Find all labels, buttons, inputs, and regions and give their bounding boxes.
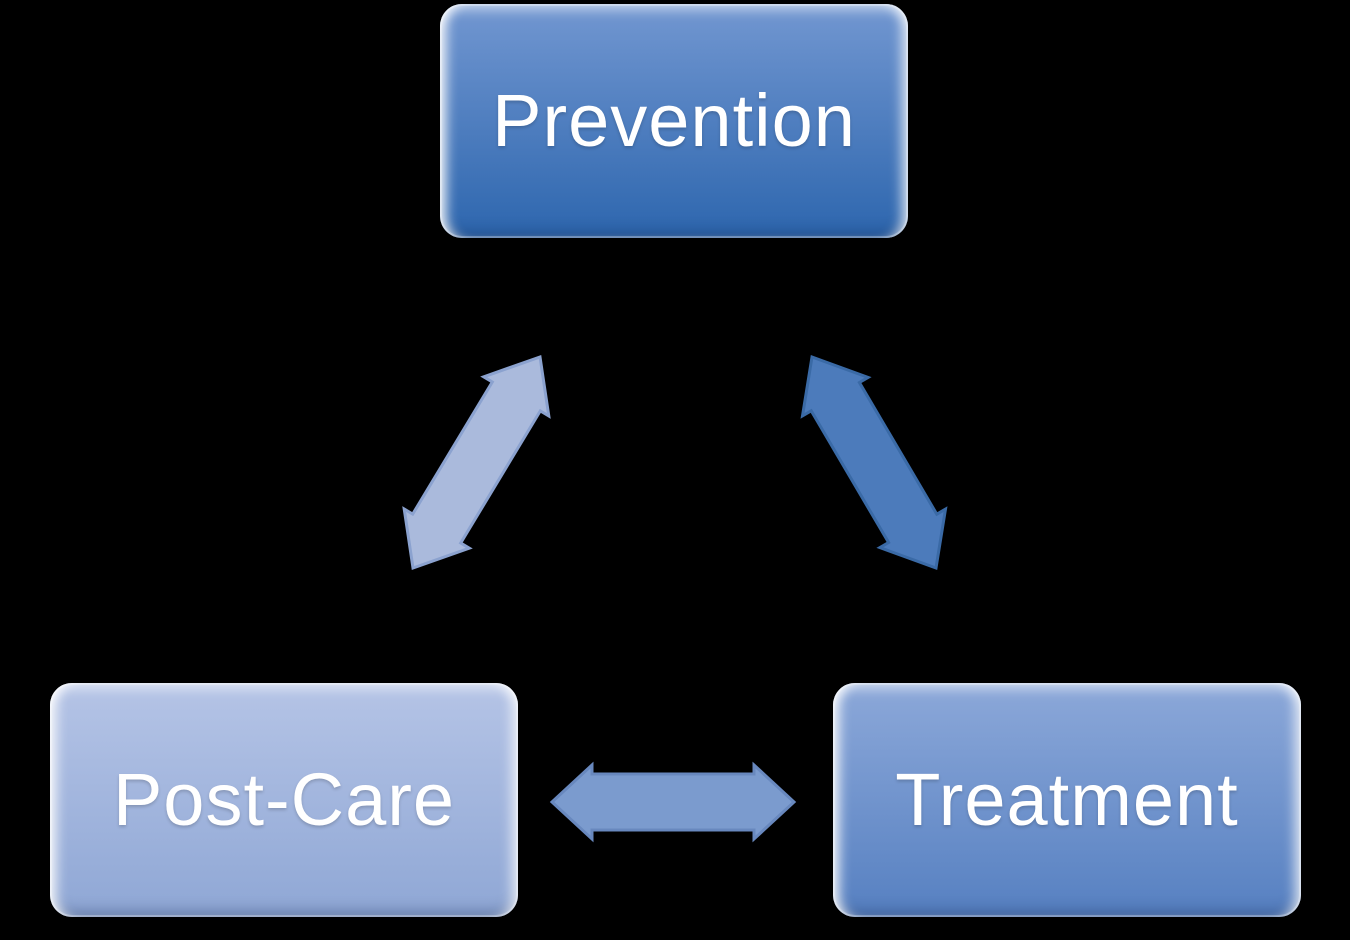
node-prevention: Prevention bbox=[440, 4, 908, 238]
node-post-care: Post-Care bbox=[50, 683, 518, 917]
node-prevention-label: Prevention bbox=[492, 79, 856, 162]
double-arrow-prevention-treatment bbox=[800, 354, 948, 571]
double-arrow-prevention-postcare bbox=[402, 354, 551, 571]
node-post-care-label: Post-Care bbox=[112, 758, 456, 841]
node-treatment-label: Treatment bbox=[895, 758, 1239, 841]
double-arrow-postcare-treatment bbox=[549, 761, 797, 843]
node-treatment: Treatment bbox=[833, 683, 1301, 917]
